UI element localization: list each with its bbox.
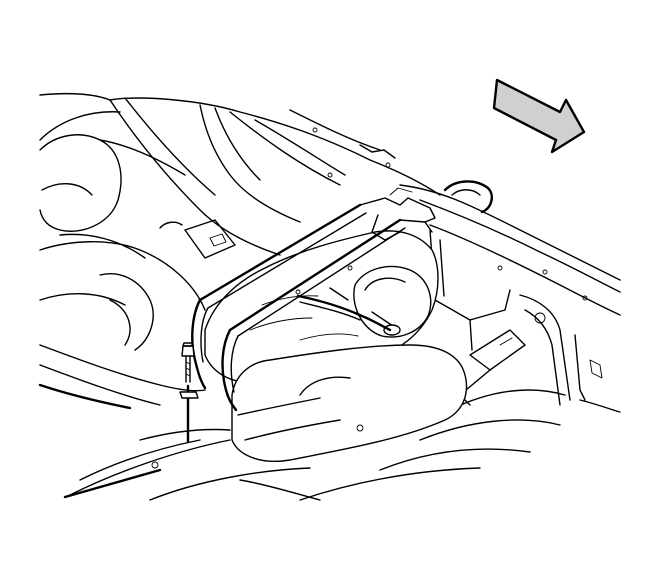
frame-rail (299, 180, 621, 501)
foreground-floor (63, 428, 321, 501)
bolt-icon (179, 342, 199, 444)
fuel-tank (204, 230, 468, 462)
tank-straps (191, 187, 436, 412)
direction-arrow-icon (492, 78, 586, 154)
floor-pan (38, 92, 441, 410)
